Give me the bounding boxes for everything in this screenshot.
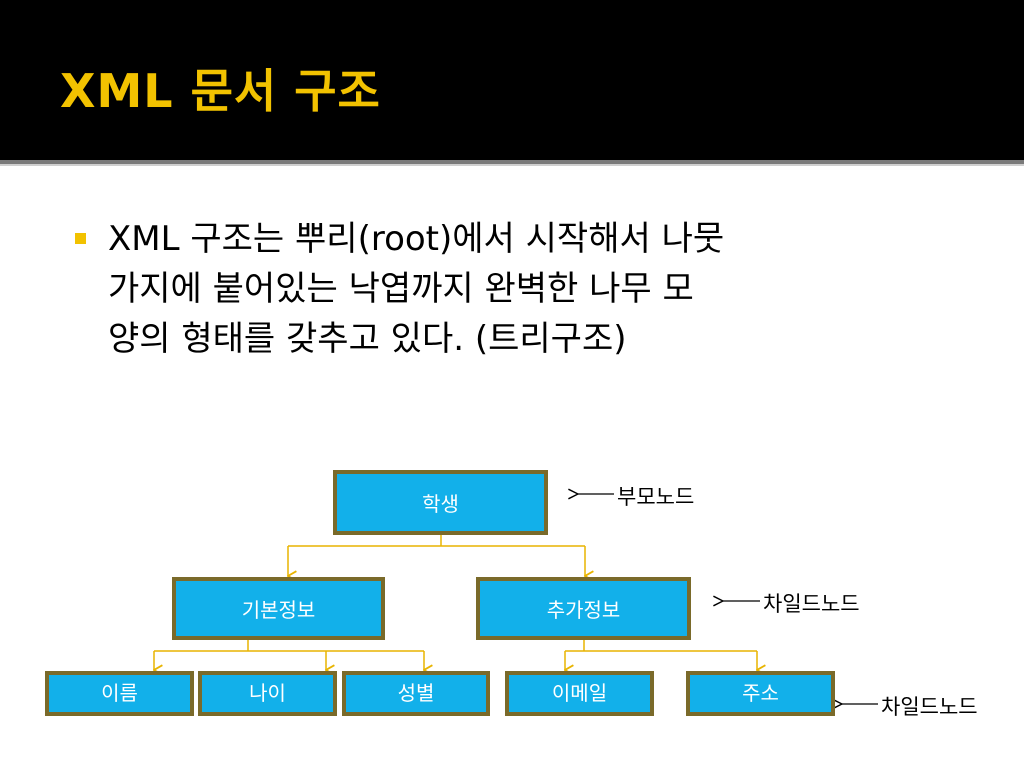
slide-header — [0, 0, 1024, 160]
bullet-icon — [75, 233, 86, 244]
node-leaf-address: 주소 — [686, 671, 835, 716]
node-extra-info: 추가정보 — [476, 577, 691, 640]
body-paragraph: XML 구조는 뿌리(root)에서 시작해서 나뭇 가지에 붙어있는 낙엽까지… — [108, 214, 968, 364]
node-leaf-gender: 성별 — [342, 671, 490, 716]
label-child-node-1: 차일드노드 — [763, 592, 860, 616]
node-root: 학생 — [333, 470, 548, 535]
node-leaf-age: 나이 — [198, 671, 337, 716]
node-basic-info: 기본정보 — [172, 577, 385, 640]
header-divider-light — [0, 164, 1024, 166]
body-line-2: 가지에 붙어있는 낙엽까지 완벽한 나무 모 — [108, 269, 694, 309]
body-line-1: XML 구조는 뿌리(root)에서 시작해서 나뭇 — [108, 219, 725, 259]
label-parent-node: 부모노드 — [617, 485, 695, 509]
node-leaf-name: 이름 — [45, 671, 194, 716]
body-line-3: 양의 형태를 갖추고 있다. (트리구조) — [108, 319, 627, 359]
header-divider — [0, 160, 1024, 164]
label-child-node-2: 차일드노드 — [881, 695, 978, 719]
node-leaf-email: 이메일 — [505, 671, 654, 716]
slide-title: XML 문서 구조 — [60, 64, 381, 118]
